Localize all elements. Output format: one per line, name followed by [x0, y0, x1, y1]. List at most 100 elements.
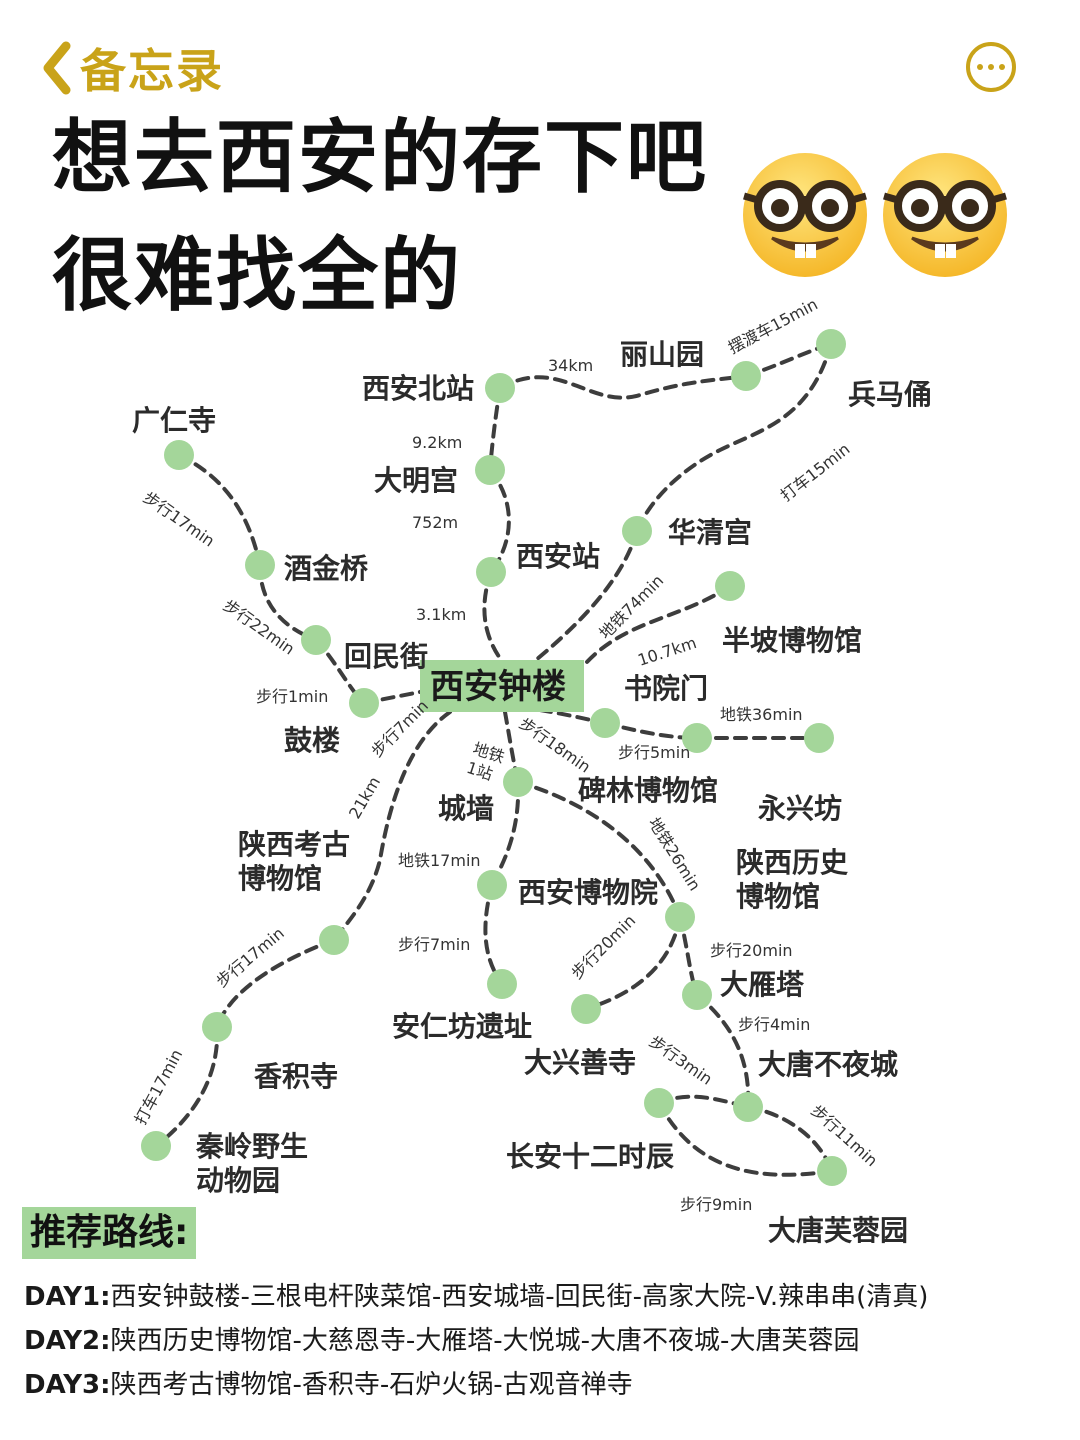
more-icon-dot — [999, 64, 1005, 70]
station-label-kaogu: 陕西考古博物馆 — [238, 828, 350, 895]
station-label-anrenfang: 安仁坊遗址 — [392, 1010, 532, 1043]
route-daminggong-xianstation — [488, 468, 511, 574]
route-chengqiang-lishi — [516, 780, 682, 919]
node-jiujinqiao[interactable] — [245, 550, 275, 580]
route-changan-furong — [657, 1101, 834, 1177]
node-xiangji[interactable] — [202, 1012, 232, 1042]
back-label: 备忘录 — [80, 44, 224, 98]
edge-label: 步行17min — [140, 488, 219, 551]
station-label-gulou: 鼓楼 — [284, 724, 340, 757]
station-label-yongxingfang: 永兴坊 — [758, 792, 842, 825]
edge-label: 752m — [412, 513, 458, 532]
node-huaqing[interactable] — [622, 516, 652, 546]
edge-label: 步行17min — [212, 923, 287, 991]
station-label-banpo: 半坡博物馆 — [722, 624, 862, 657]
node-qinling[interactable] — [141, 1131, 171, 1161]
edge-label: 步行9min — [680, 1195, 752, 1214]
day-label: DAY3: — [24, 1370, 111, 1400]
more-button[interactable] — [966, 42, 1016, 92]
day-route-text: 陕西历史博物馆-大慈恩寺-大雁塔-大悦城-大唐不夜城-大唐芙蓉园 — [110, 1326, 860, 1356]
station-label-xiangji: 香积寺 — [254, 1060, 338, 1093]
node-xian-museum[interactable] — [477, 870, 507, 900]
station-labels: 西安北站 丽山园 兵马俑 广仁寺 大明宫 华清宫 酒金桥 西安站 半坡博物馆 回… — [132, 338, 932, 1247]
node-furongyuan[interactable] — [817, 1156, 847, 1186]
station-label-beilin: 碑林博物馆 — [578, 774, 718, 807]
center-badge — [420, 660, 584, 712]
node-anrenfang[interactable] — [487, 969, 517, 999]
edge-label: 步行3min — [646, 1032, 716, 1089]
route-north-lishan — [498, 374, 748, 400]
headline-line-1: 想去西安的存下吧 — [52, 111, 708, 204]
station-label-daxingshan: 大兴善寺 — [524, 1046, 636, 1079]
edge-label: 步行18min — [516, 714, 595, 777]
station-label-xian-museum: 西安博物院 — [518, 876, 658, 909]
edge-label: 步行11min — [807, 1101, 881, 1170]
node-banpo[interactable] — [715, 571, 745, 601]
node-yongxing[interactable] — [682, 723, 712, 753]
edge-label: 地铁74min — [595, 571, 667, 643]
node-dayanta[interactable] — [682, 980, 712, 1010]
station-label-guangren: 广仁寺 — [132, 404, 216, 437]
node-bingmayong[interactable] — [816, 329, 846, 359]
day-route-text: 陕西考古博物馆-香积寺-石炉火锅-古观音禅寺 — [110, 1370, 633, 1400]
day-label: DAY1: — [24, 1282, 111, 1312]
station-nodes — [141, 329, 847, 1186]
node-daxingshan[interactable] — [571, 994, 601, 1024]
station-label-furongyuan: 大唐芙蓉园 — [768, 1214, 908, 1247]
station-label-daminggong: 大明宫 — [374, 464, 458, 497]
station-label-bingmayong: 兵马俑 — [848, 378, 932, 411]
node-lishan[interactable] — [731, 361, 761, 391]
station-label-dayanta: 大雁塔 — [720, 968, 805, 1001]
edge-label: 10.7km — [635, 633, 698, 670]
edge-label: 步行20min — [710, 941, 793, 960]
station-label-xian-north: 西安北站 — [362, 372, 474, 405]
station-label-shuyuanmen: 书院门 — [624, 672, 708, 705]
node-shuyuanmen[interactable] — [590, 708, 620, 738]
day-route-3: DAY3:陕西考古博物馆-香积寺-石炉火锅-古观音禅寺 — [24, 1364, 633, 1401]
center-label: 西安钟楼 — [430, 667, 566, 707]
route-xiangji-qinling — [154, 1025, 220, 1148]
station-label-changan12: 长安十二时辰 — [506, 1140, 674, 1173]
day-route-text: 西安钟鼓楼-三根电杆陕菜馆-西安城墙-回民街-高家大院-V.辣串串(清真) — [110, 1282, 929, 1312]
node-xian-north[interactable] — [485, 373, 515, 403]
edge-label: 步行4min — [738, 1015, 810, 1034]
back-button[interactable]: 备忘录 — [40, 36, 224, 100]
node-datang-buyecheng[interactable] — [733, 1092, 763, 1122]
edge-label: 步行1min — [256, 687, 328, 706]
node-lishi[interactable] — [665, 902, 695, 932]
edge-label: 打车15min — [777, 439, 854, 505]
node-yongxing-east[interactable] — [804, 723, 834, 753]
edge-label: 3.1km — [416, 605, 466, 624]
edge-label: 21km — [345, 773, 384, 822]
node-guangren[interactable] — [164, 440, 194, 470]
station-label-huaqing: 华清宫 — [668, 516, 752, 549]
node-kaogu[interactable] — [319, 925, 349, 955]
headline-line-2: 很难找全的 — [52, 229, 462, 322]
chevron-left-icon — [43, 41, 71, 95]
route-bingmayong-huaqing — [635, 342, 833, 533]
route-huaqing-center — [528, 529, 639, 667]
more-icon — [977, 64, 983, 70]
edge-label: 摆渡车15min — [725, 294, 821, 357]
edge-label: 9.2km — [412, 433, 462, 452]
route-guangren-jiujin — [177, 453, 262, 567]
station-label-huiminjie: 回民街 — [344, 640, 428, 673]
route-kaogu-xiangji — [215, 938, 336, 1029]
node-daminggong[interactable] — [475, 455, 505, 485]
edge-label: 步行20min — [567, 911, 639, 983]
route-center-kaogu — [332, 710, 452, 942]
recommend-title: 推荐路线: — [22, 1207, 197, 1259]
station-label-lishi: 陕西历史博物馆 — [736, 846, 848, 913]
station-label-datang-buyecheng: 大唐不夜城 — [758, 1048, 898, 1081]
nerd-face-icon — [743, 153, 867, 277]
node-huiminjie[interactable] — [301, 625, 331, 655]
node-chengqiang[interactable] — [503, 767, 533, 797]
edge-label: 打车17min — [131, 1046, 187, 1128]
node-gulou[interactable] — [349, 688, 379, 718]
node-changan12[interactable] — [644, 1088, 674, 1118]
route-banpo-center — [578, 584, 732, 672]
day-label: DAY2: — [24, 1326, 111, 1356]
station-label-lishan: 丽山园 — [620, 338, 704, 371]
node-xian-station[interactable] — [476, 557, 506, 587]
